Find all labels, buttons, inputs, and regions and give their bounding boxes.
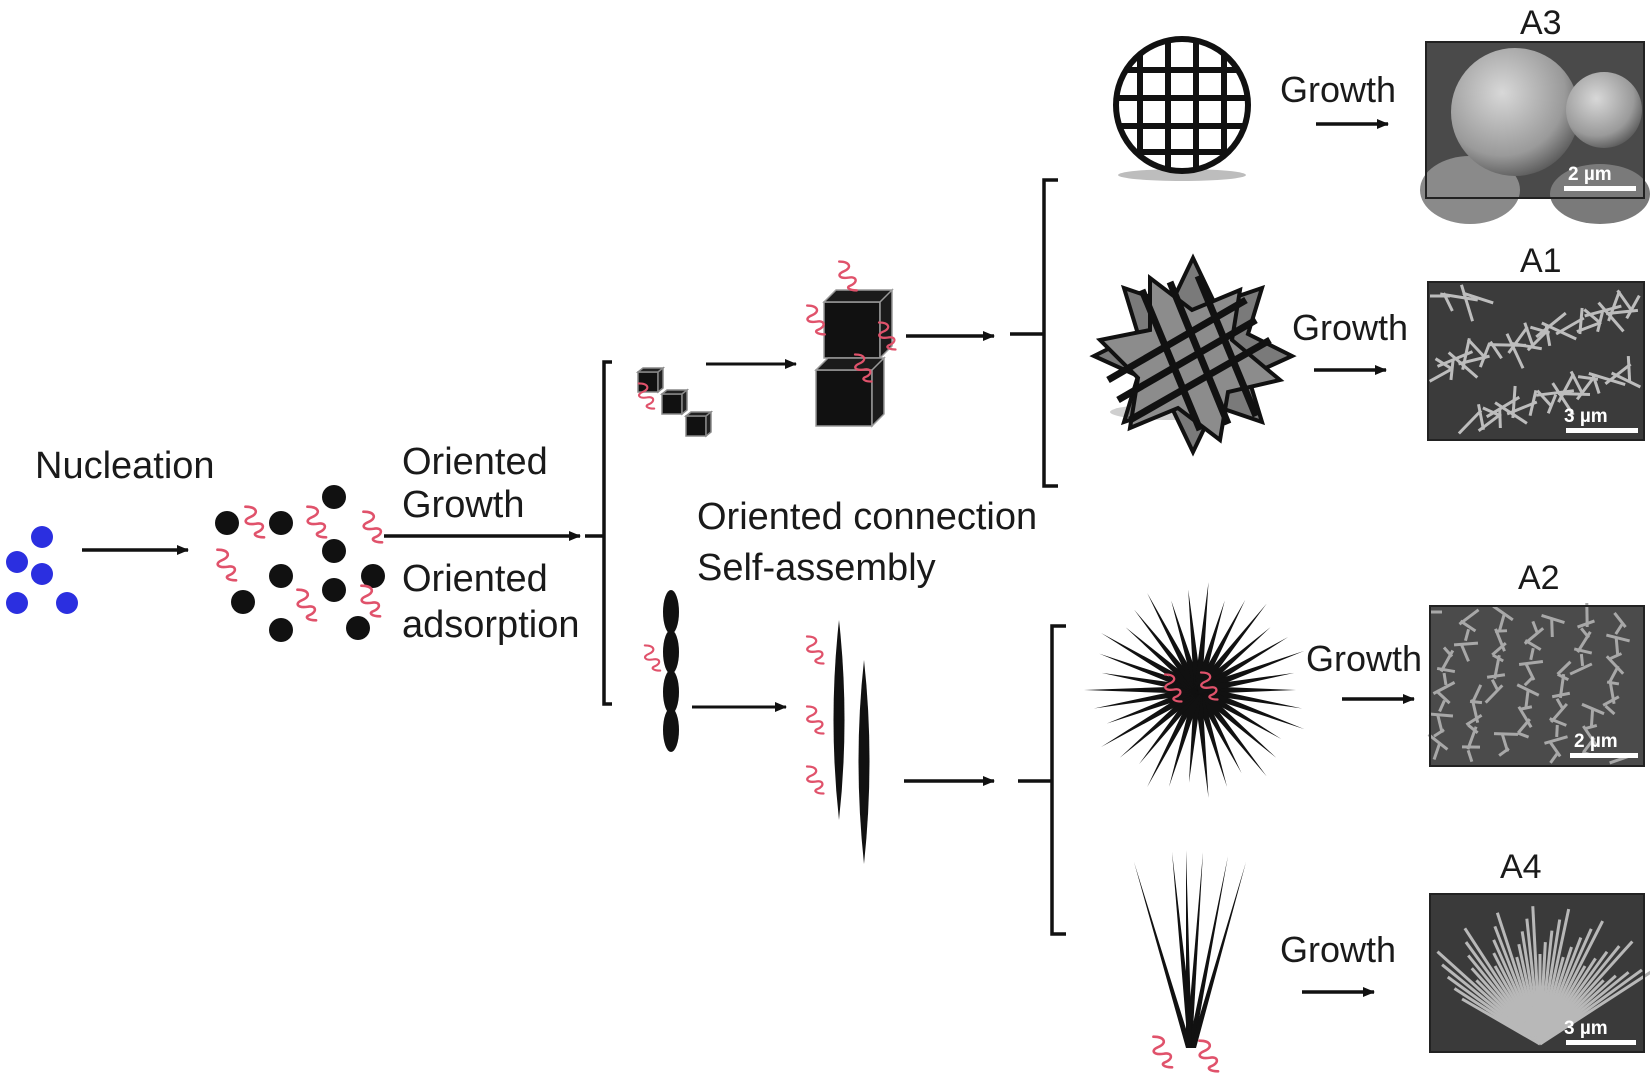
scale-bar-a2: 2 µm <box>1574 731 1618 752</box>
nucleation-label: Nucleation <box>35 445 215 487</box>
oriented-growth-label-1: Oriented <box>402 441 548 483</box>
star-plate-shape <box>1089 253 1297 457</box>
product-label-a1: A1 <box>1520 242 1562 280</box>
fan-needle-shape <box>1134 850 1246 1073</box>
aligned-needles <box>805 620 870 864</box>
product-label-a3: A3 <box>1520 4 1562 42</box>
growth-label-a2: Growth <box>1306 638 1422 679</box>
self-assembly-label: Self-assembly <box>697 547 936 589</box>
branch-bracket-upper <box>1010 178 1058 488</box>
urchin-needle-shape <box>1084 582 1305 798</box>
small-cubes <box>635 366 714 438</box>
growth-label-a1: Growth <box>1292 307 1408 348</box>
product-label-a4: A4 <box>1500 848 1542 886</box>
product-label-a2: A2 <box>1518 559 1560 597</box>
branch-bracket-lower <box>1018 624 1066 936</box>
sem-image-a2: 2 µm <box>1427 602 1645 767</box>
oriented-adsorption-label-2: adsorption <box>402 604 579 646</box>
particles-with-surfactant <box>215 485 385 642</box>
nuclei-cluster <box>6 526 78 614</box>
stacked-cubes <box>805 260 897 428</box>
growth-label-a4: Growth <box>1280 929 1396 970</box>
scale-bar-a3: 2 µm <box>1568 164 1612 185</box>
branch-bracket-main <box>585 360 612 706</box>
growth-label-a3: Growth <box>1280 69 1396 110</box>
sem-image-a1: 3 µm <box>1427 281 1645 441</box>
oriented-connection-label: Oriented connection <box>697 496 1037 538</box>
ellipsoid-rods <box>643 590 679 752</box>
sem-image-a3: 2 µm <box>1420 41 1650 224</box>
oriented-growth-label-2: Growth <box>402 484 524 526</box>
oriented-adsorption-label-1: Oriented <box>402 558 548 600</box>
sem-image-a4: 3 µm <box>1429 893 1650 1053</box>
scale-bar-a4: 3 µm <box>1564 1018 1608 1039</box>
grid-sphere-shape <box>1113 36 1251 181</box>
scale-bar-a1: 3 µm <box>1564 406 1608 427</box>
